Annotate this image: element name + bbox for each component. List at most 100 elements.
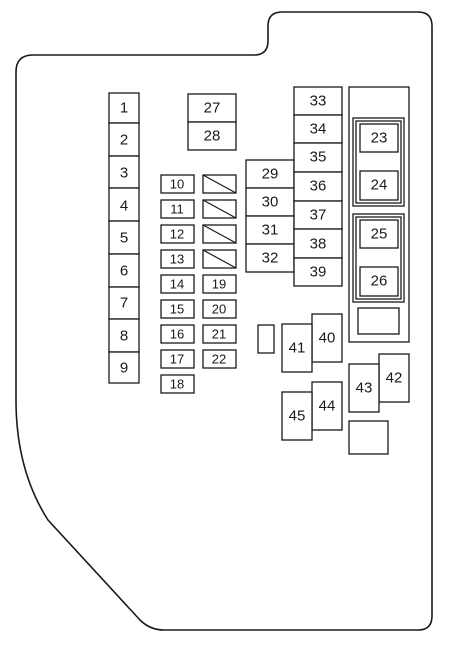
fuse-label: 33 (310, 93, 327, 110)
fuse-11: 11 (160, 199, 195, 219)
fuse-36: 36 (293, 171, 343, 202)
fuse-label: 27 (204, 100, 221, 117)
fuse-column-10-18: 10 11 12 13 14 15 16 17 18 (160, 174, 195, 394)
fuse-13: 13 (160, 249, 195, 269)
fuse-7: 7 (108, 286, 140, 320)
fuse-16: 16 (160, 324, 195, 344)
fuse-label: 15 (170, 302, 184, 317)
relay-pair-frame (352, 213, 405, 303)
fuse-4: 4 (108, 187, 140, 222)
fuse-label: 38 (310, 236, 327, 253)
fuse-28: 28 (187, 121, 237, 151)
relay-block-23-26: 23 24 25 26 (348, 86, 410, 343)
fuse-label: 20 (212, 302, 226, 317)
fuse-20: 20 (202, 299, 237, 319)
fuse-29: 29 (245, 159, 295, 189)
fuse-label: 25 (371, 226, 388, 243)
fuse-label: 18 (170, 377, 184, 392)
fuse-label: 10 (170, 177, 184, 192)
fuse-21: 21 (202, 324, 237, 344)
fuse-label: 31 (262, 222, 279, 239)
empty-fuse-slot (202, 174, 237, 194)
fuse-column-19-22: 19 20 21 22 (202, 174, 237, 369)
fuse-label: 30 (262, 194, 279, 211)
fuse-label: 7 (120, 295, 128, 312)
relay-45: 45 (281, 391, 313, 441)
fuse-label: 3 (120, 165, 128, 182)
fuse-35: 35 (293, 142, 343, 173)
fuse-label: 34 (310, 121, 327, 138)
fuse-label: 9 (120, 360, 128, 377)
empty-slot (257, 324, 275, 354)
fuse-34: 34 (293, 114, 343, 144)
fuse-label: 13 (170, 252, 184, 267)
fuse-18: 18 (160, 374, 195, 394)
fuse-10: 10 (160, 174, 195, 194)
fuse-23: 23 (359, 123, 399, 153)
relay-label: 45 (289, 408, 306, 425)
fuse-label: 14 (170, 277, 184, 292)
relay-pair-frame (352, 117, 405, 207)
relay-42: 42 (378, 353, 410, 403)
fuse-label: 22 (212, 352, 226, 367)
empty-slot (348, 420, 389, 455)
fuse-label: 5 (120, 230, 128, 247)
fuse-label: 24 (371, 177, 388, 194)
fuse-33: 33 (293, 86, 343, 116)
fuse-31: 31 (245, 215, 295, 245)
fuse-label: 8 (120, 328, 128, 345)
fuse-label: 11 (170, 202, 184, 217)
relay-group-40-41: 40 41 (281, 313, 343, 373)
fuse-24: 24 (359, 170, 399, 201)
fuse-label: 26 (371, 273, 388, 290)
fuse-27: 27 (187, 93, 237, 123)
relay-40: 40 (311, 313, 343, 363)
fuse-2: 2 (108, 122, 140, 157)
fuse-14: 14 (160, 274, 195, 294)
fuse-37: 37 (293, 200, 343, 230)
relay-pair-inner-frame (355, 216, 402, 300)
relay-41: 41 (281, 323, 313, 373)
empty-fuse-slot (202, 224, 237, 244)
relay-block-frame (348, 86, 410, 343)
fuse-label: 17 (170, 352, 184, 367)
relay-pair-inner-frame (355, 120, 402, 204)
relay-43: 43 (348, 363, 380, 413)
relay-group-42-43: 42 43 (348, 353, 410, 413)
fuse-label: 29 (262, 166, 279, 183)
fuse-25: 25 (359, 219, 399, 249)
fuse-label: 35 (310, 149, 327, 166)
fuse-label: 37 (310, 207, 327, 224)
fuse-label: 6 (120, 263, 128, 280)
fuse-26: 26 (359, 266, 399, 297)
fuse-group-27-28: 27 28 (187, 93, 237, 151)
fuse-19: 19 (202, 274, 237, 294)
fuse-32: 32 (245, 243, 295, 273)
fuse-column-29-32: 29 30 31 32 (245, 159, 295, 273)
relay-label: 44 (319, 398, 336, 415)
fuse-label: 1 (120, 100, 128, 117)
fuse-label: 12 (170, 227, 184, 242)
fuse-label: 28 (204, 128, 221, 145)
fuse-30: 30 (245, 187, 295, 217)
fuse-label: 39 (310, 264, 327, 281)
fuse-9: 9 (108, 351, 140, 384)
fuse-label: 36 (310, 178, 327, 195)
fuse-label: 23 (371, 130, 388, 147)
fuse-1: 1 (108, 92, 140, 124)
fuse-5: 5 (108, 220, 140, 255)
relay-44: 44 (311, 381, 343, 431)
fuse-12: 12 (160, 224, 195, 244)
fuse-label: 4 (120, 198, 128, 215)
fuse-column-1-9: 1 2 3 4 5 6 7 8 9 (108, 92, 140, 384)
fuse-3: 3 (108, 155, 140, 189)
empty-fuse-slot (202, 199, 237, 219)
fuse-17: 17 (160, 349, 195, 369)
fuse-38: 38 (293, 228, 343, 259)
fuse-6: 6 (108, 253, 140, 288)
relay-label: 43 (356, 380, 373, 397)
fuse-label: 2 (120, 132, 128, 149)
relay-group-44-45: 44 45 (281, 381, 343, 441)
relay-label: 42 (386, 370, 403, 387)
